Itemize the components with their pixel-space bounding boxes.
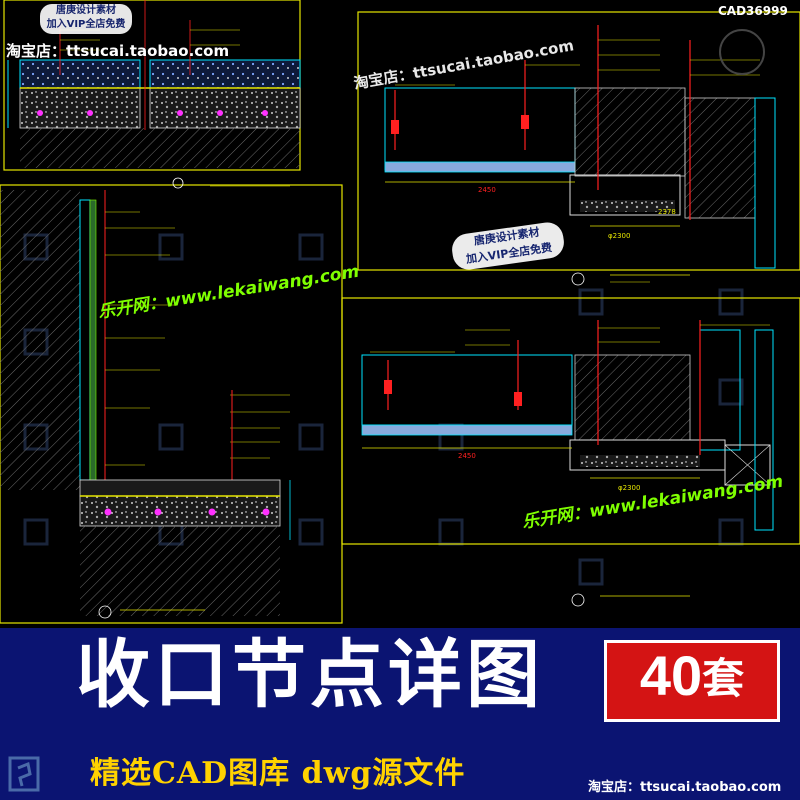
- detail-top-left: [3, 0, 301, 171]
- watermark-badge-line1: 唐庚设计素材: [56, 5, 116, 16]
- watermark-badge-top-left: 唐庚设计素材 加入VIP全店免费: [40, 4, 132, 34]
- watermark-badge-line2: 加入VIP全店免费: [46, 19, 126, 30]
- product-code: CAD36999: [718, 4, 788, 18]
- cad-dimension-c: 2450: [458, 452, 476, 460]
- cad-dimension-e: 2378: [658, 208, 676, 216]
- detail-bottom-right: 2450 φ2300: [341, 297, 800, 607]
- count-unit: 套: [702, 654, 745, 703]
- store-watermark-bottom: 淘宝店：ttsucai.taobao.com: [588, 780, 782, 795]
- count-badge: 40套: [604, 640, 780, 722]
- detail-top-right: 2450 φ2300 2378: [357, 11, 800, 286]
- cad-drawing-collage: 2450 φ2300 2378: [0, 0, 800, 624]
- cad-dimension-a: 2450: [478, 186, 496, 194]
- cad-dimension-b: φ2300: [608, 232, 630, 240]
- banner-subtitle: 精选CAD图库 dwg源文件: [90, 756, 466, 791]
- count-number: 40: [639, 644, 703, 707]
- brand-logo-icon: [8, 756, 40, 792]
- cad-dimension-d: φ2300: [618, 484, 640, 492]
- logo-watermark-grid: [23, 233, 744, 586]
- detail-left-wall: [0, 177, 343, 624]
- store-watermark-top: 淘宝店：ttsucai.taobao.com: [6, 42, 230, 60]
- banner-title: 收口节点详图: [76, 632, 544, 718]
